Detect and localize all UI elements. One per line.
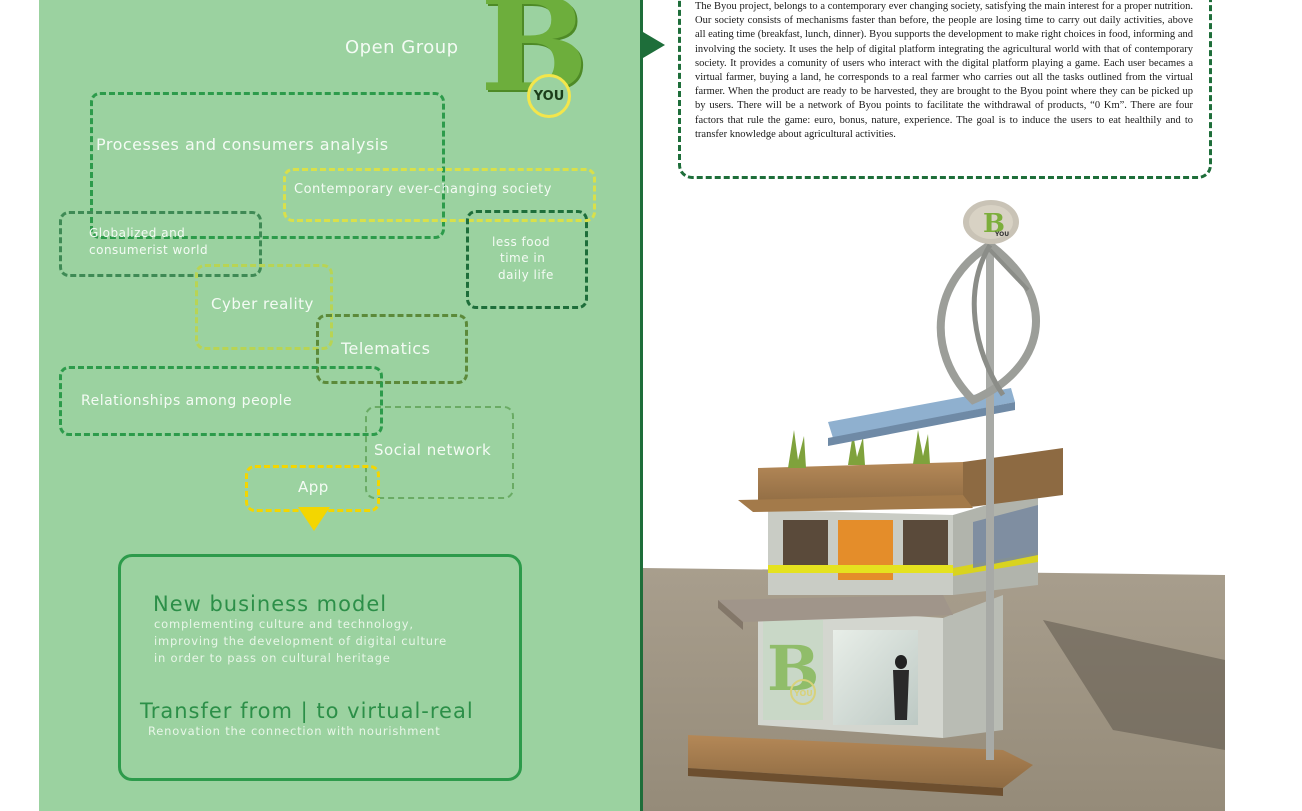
box-processes	[90, 92, 445, 239]
business-line-2: improving the development of digital cul…	[154, 634, 447, 648]
transfer-title: Transfer from | to virtual-real	[140, 699, 474, 723]
tag-time-in: time in	[500, 251, 546, 265]
tag-less-food: less food	[492, 235, 551, 249]
tag-daily-life: daily life	[498, 268, 554, 282]
render-glass-logo: B YOU	[767, 632, 819, 705]
transfer-subtitle: Renovation the connection with nourishme…	[148, 724, 441, 738]
tag-cyber: Cyber reality	[211, 295, 314, 313]
svg-text:B: B	[983, 209, 1005, 239]
business-line-1: complementing culture and technology,	[154, 617, 414, 631]
svg-text:YOU: YOU	[793, 689, 813, 698]
tag-globalized: Globalized and	[89, 226, 186, 240]
down-arrow-icon	[298, 507, 330, 531]
svg-text:YOU: YOU	[994, 231, 1009, 238]
box-cyber	[195, 264, 333, 350]
tag-consumerist: consumerist world	[89, 243, 209, 257]
business-model-box	[118, 554, 522, 781]
box-less-food	[466, 210, 588, 309]
render-figure	[893, 655, 909, 720]
render-sign-logo: B YOU	[983, 209, 1009, 239]
tag-relationships: Relationships among people	[81, 393, 293, 409]
tag-telematics: Telematics	[341, 339, 431, 358]
box-contemporary	[283, 168, 596, 222]
byou-logo: B YOU	[480, 0, 590, 120]
description-box	[678, 0, 1212, 179]
group-label: Open Group	[345, 37, 459, 58]
tag-contemporary: Contemporary ever-changing society	[294, 182, 552, 197]
tag-app: App	[298, 478, 329, 496]
box-telematics	[316, 314, 468, 384]
kiosk-render: B YOU B YOU	[643, 190, 1225, 811]
box-relationships	[59, 366, 383, 436]
business-title: New business model	[153, 592, 388, 616]
tag-social: Social network	[374, 441, 492, 459]
svg-text:B: B	[767, 632, 819, 705]
divider	[640, 0, 643, 811]
box-social	[365, 406, 514, 499]
description-text: The Byou project, belongs to a contempor…	[695, 1, 1193, 140]
pointer-arrow-icon	[643, 32, 665, 58]
box-globalized	[59, 211, 262, 277]
logo-badge: YOU	[527, 74, 571, 118]
left-panel	[39, 0, 641, 811]
business-line-3: in order to pass on cultural heritage	[154, 651, 391, 665]
tag-processes: Processes and consumers analysis	[96, 135, 389, 154]
